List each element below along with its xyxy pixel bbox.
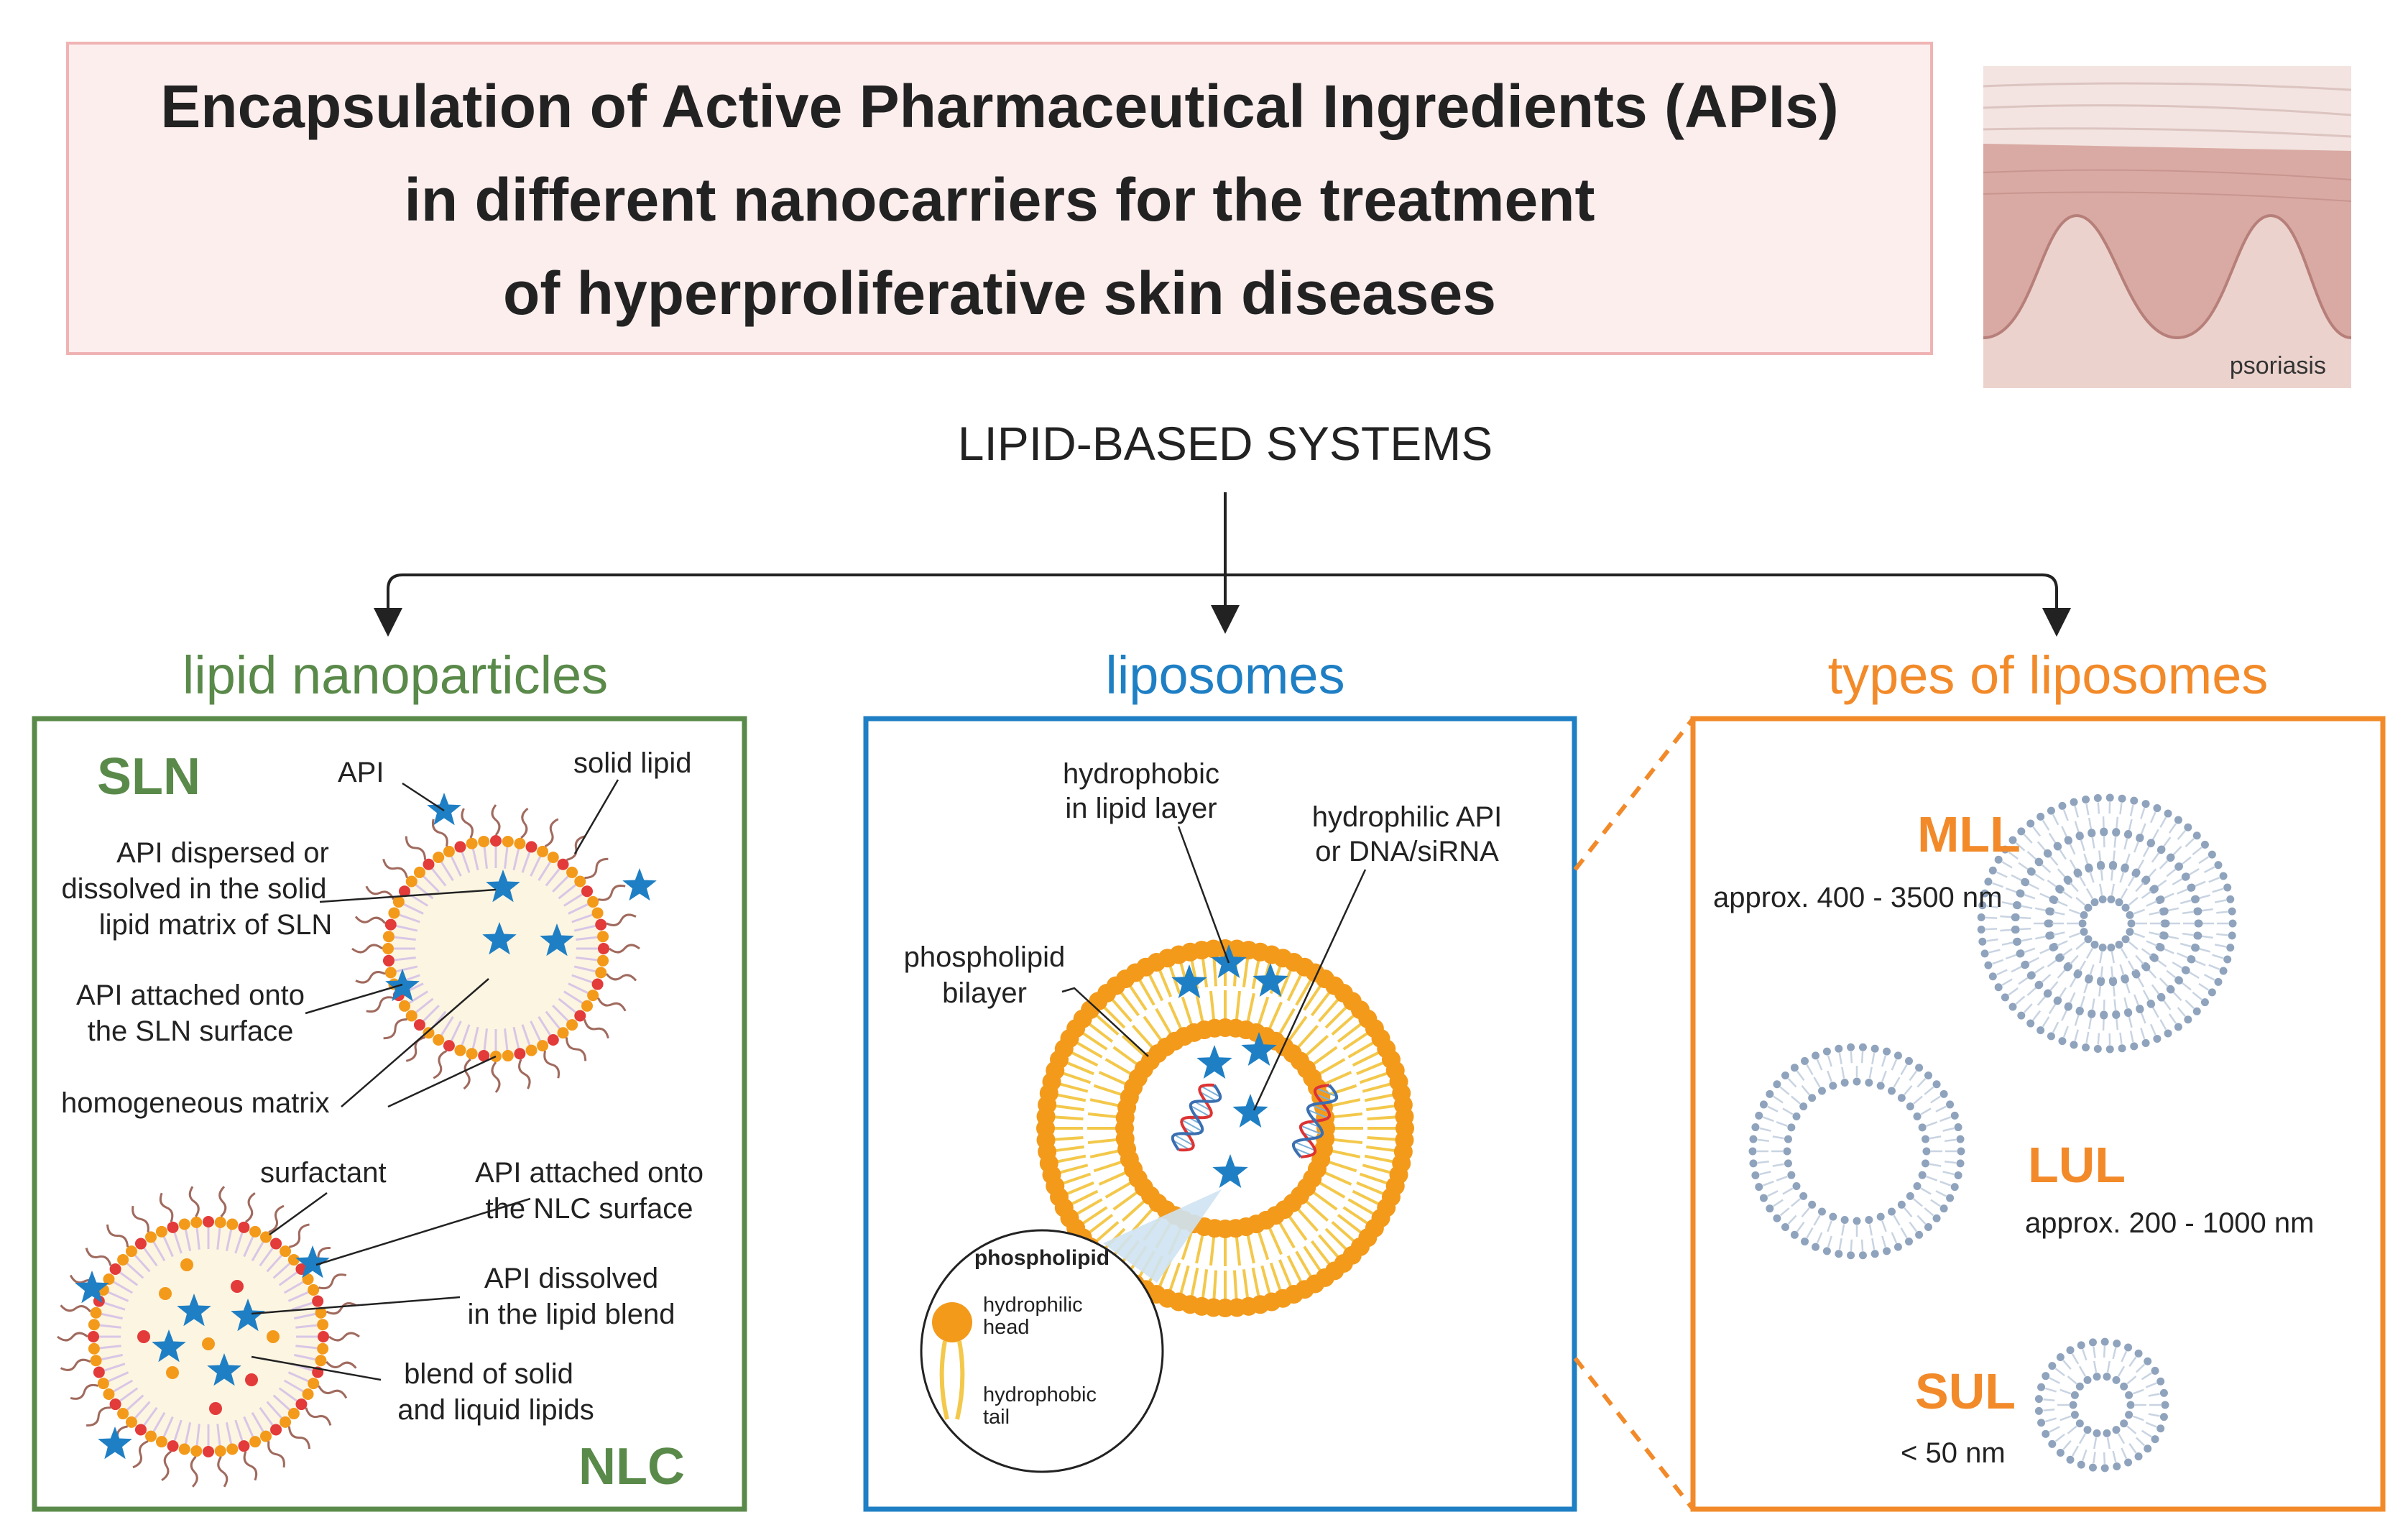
- label-nlc-attached-2: the NLC surface: [485, 1193, 693, 1225]
- label-hydrophilic-api-1: hydrophilic API: [1312, 801, 1503, 833]
- nlc-particle: [57, 1186, 360, 1488]
- lul-label: LUL: [2028, 1137, 2126, 1193]
- sln-label: SLN: [97, 748, 200, 806]
- label-tail: tail: [983, 1406, 1010, 1429]
- heading-liposomes: liposomes: [1105, 645, 1344, 705]
- label-blend-2: and liquid lipids: [397, 1394, 594, 1426]
- label-blend-1: blend of solid: [404, 1358, 573, 1390]
- api-star-icon: [1253, 963, 1288, 997]
- api-star-icon: [1171, 964, 1207, 998]
- label-dispersed-3: lipid matrix of SLN: [99, 909, 333, 941]
- api-star-icon: [622, 868, 657, 901]
- api-star-icon: [207, 1353, 241, 1386]
- mll-label: MLL: [1917, 806, 2021, 862]
- panel-liposomes: [863, 716, 1577, 1512]
- lul-size: approx. 200 - 1000 nm: [2025, 1207, 2314, 1239]
- heading-types-of-liposomes: types of liposomes: [1828, 645, 2269, 705]
- label-sln-attached-2: the SLN surface: [88, 1015, 294, 1047]
- label-hydrophobic: hydrophobic: [983, 1383, 1097, 1406]
- api-star-icon: [295, 1245, 330, 1278]
- title-line-1: Encapsulation of Active Pharmaceutical I…: [160, 73, 1839, 140]
- api-star-icon: [98, 1427, 132, 1460]
- label-api-dissolved-2: in the lipid blend: [467, 1299, 675, 1330]
- zoom-dashes: [1573, 717, 1695, 1511]
- hydrophilic-head-icon: [932, 1302, 972, 1342]
- label-bilayer-1: phospholipid: [904, 941, 1066, 973]
- middle-leader-lines: [1061, 826, 1367, 1111]
- api-star-icon: [152, 1329, 186, 1363]
- api-star-icon: [486, 870, 520, 903]
- api-star-icon: [482, 922, 517, 955]
- tree-connectors: [374, 492, 2071, 637]
- label-api: API: [338, 757, 384, 788]
- left-leader-lines: [251, 779, 619, 1381]
- mll-size: approx. 400 - 3500 nm: [1713, 882, 2002, 913]
- label-hydrophilic-api-2: or DNA/siRNA: [1315, 836, 1499, 867]
- title-line-2: in different nanocarriers for the treatm…: [404, 166, 1595, 234]
- label-dispersed-1: API dispersed or: [116, 837, 329, 869]
- label-surfactant: surfactant: [260, 1157, 387, 1189]
- label-hydrophobic-layer-2: in lipid layer: [1065, 793, 1217, 824]
- label-head: head: [983, 1316, 1030, 1339]
- label-homogeneous-matrix: homogeneous matrix: [61, 1087, 330, 1119]
- liposome: [1036, 939, 1414, 1317]
- api-star-icon: [177, 1294, 211, 1327]
- api-star-icon: [1232, 1094, 1268, 1128]
- label-nlc-attached-1: API attached onto: [475, 1157, 704, 1189]
- sul-size: < 50 nm: [1901, 1437, 2006, 1469]
- title-box: Encapsulation of Active Pharmaceutical I…: [66, 42, 1933, 355]
- api-star-icon: [1241, 1032, 1277, 1066]
- api-star-icon: [1212, 1154, 1248, 1188]
- api-star-icon: [75, 1271, 109, 1304]
- label-hydrophilic: hydrophilic: [983, 1294, 1083, 1317]
- api-star-icon: [540, 923, 574, 957]
- hydrophobic-tail-icon: [939, 1340, 965, 1420]
- label-hydrophobic-layer-1: hydrophobic: [1063, 758, 1219, 790]
- api-star-icon: [1196, 1045, 1232, 1079]
- panel-types-of-liposomes: [1690, 716, 2386, 1512]
- api-star-icon: [427, 793, 461, 826]
- label-sln-attached-1: API attached onto: [76, 980, 305, 1011]
- title-line-3: of hyperproliferative skin diseases: [503, 259, 1496, 327]
- root-label: LIPID-BASED SYSTEMS: [958, 417, 1493, 470]
- zoom-callout: phospholipid hydrophilic head hydrophobi…: [920, 1189, 1222, 1473]
- liposome-types: [1748, 793, 2237, 1473]
- phospholipid-title: phospholipid: [974, 1246, 1110, 1270]
- panel-lipid-nanoparticles: [32, 716, 747, 1512]
- label-bilayer-2: bilayer: [942, 977, 1027, 1009]
- nlc-label: NLC: [578, 1438, 685, 1496]
- psoriasis-skin-image: psoriasis: [1983, 66, 2351, 388]
- label-solid-lipid: solid lipid: [573, 747, 692, 779]
- heading-lipid-nanoparticles: lipid nanoparticles: [183, 645, 608, 705]
- skin-label: psoriasis: [2230, 352, 2326, 379]
- label-api-dissolved-1: API dissolved: [484, 1263, 658, 1294]
- api-star-icon: [231, 1299, 265, 1332]
- sul-label: SUL: [1915, 1363, 2016, 1419]
- label-dispersed-2: dissolved in the solid: [61, 873, 326, 905]
